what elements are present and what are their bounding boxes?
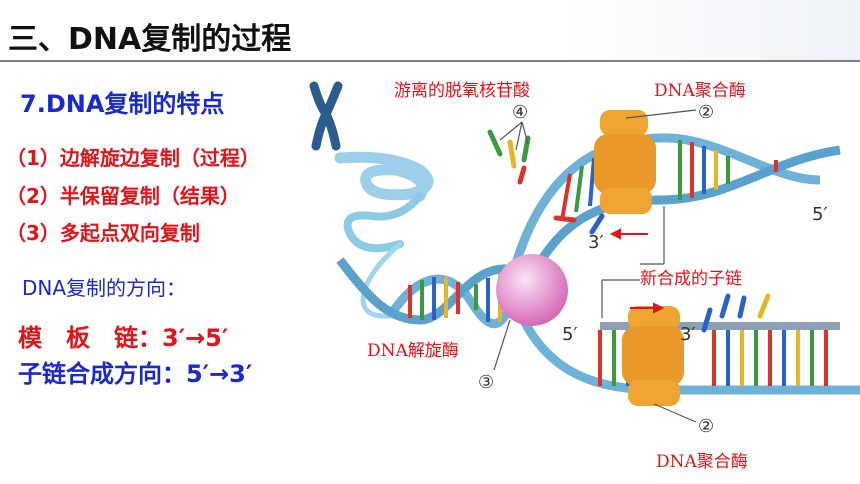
dna-replication-diagram: ② ② ③ ④ 5′ 3′ 5′ 3′ bbox=[309, 81, 860, 437]
dna-polymerase-top bbox=[594, 110, 656, 214]
label-new-daughter-strand: 新合成的子链 bbox=[640, 269, 742, 289]
label-pointer-lines bbox=[493, 109, 697, 423]
title-bar: 三、DNA复制的过程 bbox=[0, 0, 860, 66]
feature-item-1: （1）边解旋边复制（过程） bbox=[6, 146, 260, 170]
section-heading: 7.DNA复制的特点 bbox=[20, 90, 225, 118]
synthesis-arrows bbox=[609, 228, 665, 314]
template-strand-direction: 模 板 链：3′→5′ bbox=[18, 324, 229, 352]
page-title: 三、DNA复制的过程 bbox=[8, 22, 292, 57]
direction-heading: DNA复制的方向： bbox=[22, 276, 187, 300]
parental-dna-helix bbox=[336, 257, 519, 329]
svg-text:5′: 5′ bbox=[812, 204, 828, 225]
label-dna-helicase: DNA解旋酶 bbox=[367, 341, 459, 361]
diagram-markers: ② ② ③ ④ 5′ 3′ 5′ 3′ bbox=[478, 102, 828, 437]
label-dna-polymerase-bottom: DNA聚合酶 bbox=[656, 452, 748, 472]
upper-replication-fork bbox=[509, 133, 841, 283]
svg-text:5′: 5′ bbox=[562, 324, 578, 345]
svg-text:②: ② bbox=[698, 102, 714, 123]
svg-text:④: ④ bbox=[512, 102, 528, 123]
svg-text:②: ② bbox=[698, 416, 714, 437]
label-free-nucleotides: 游离的脱氧核苷酸 bbox=[394, 81, 530, 101]
label-dna-polymerase-top: DNA聚合酶 bbox=[654, 81, 746, 101]
svg-text:③: ③ bbox=[478, 372, 494, 393]
daughter-strand-direction: 子链合成方向：5′→3′ bbox=[18, 360, 253, 388]
helicase-enzyme bbox=[496, 254, 568, 326]
title-underline bbox=[0, 60, 860, 62]
title-shade bbox=[560, 0, 860, 60]
chromosome-icon bbox=[309, 81, 343, 151]
svg-text:3′: 3′ bbox=[680, 324, 696, 345]
svg-text:3′: 3′ bbox=[588, 232, 604, 253]
feature-item-2: （2）半保留复制（结果） bbox=[6, 184, 240, 208]
feature-item-3: （3）多起点双向复制 bbox=[6, 221, 200, 245]
dna-polymerase-bottom bbox=[622, 306, 684, 406]
